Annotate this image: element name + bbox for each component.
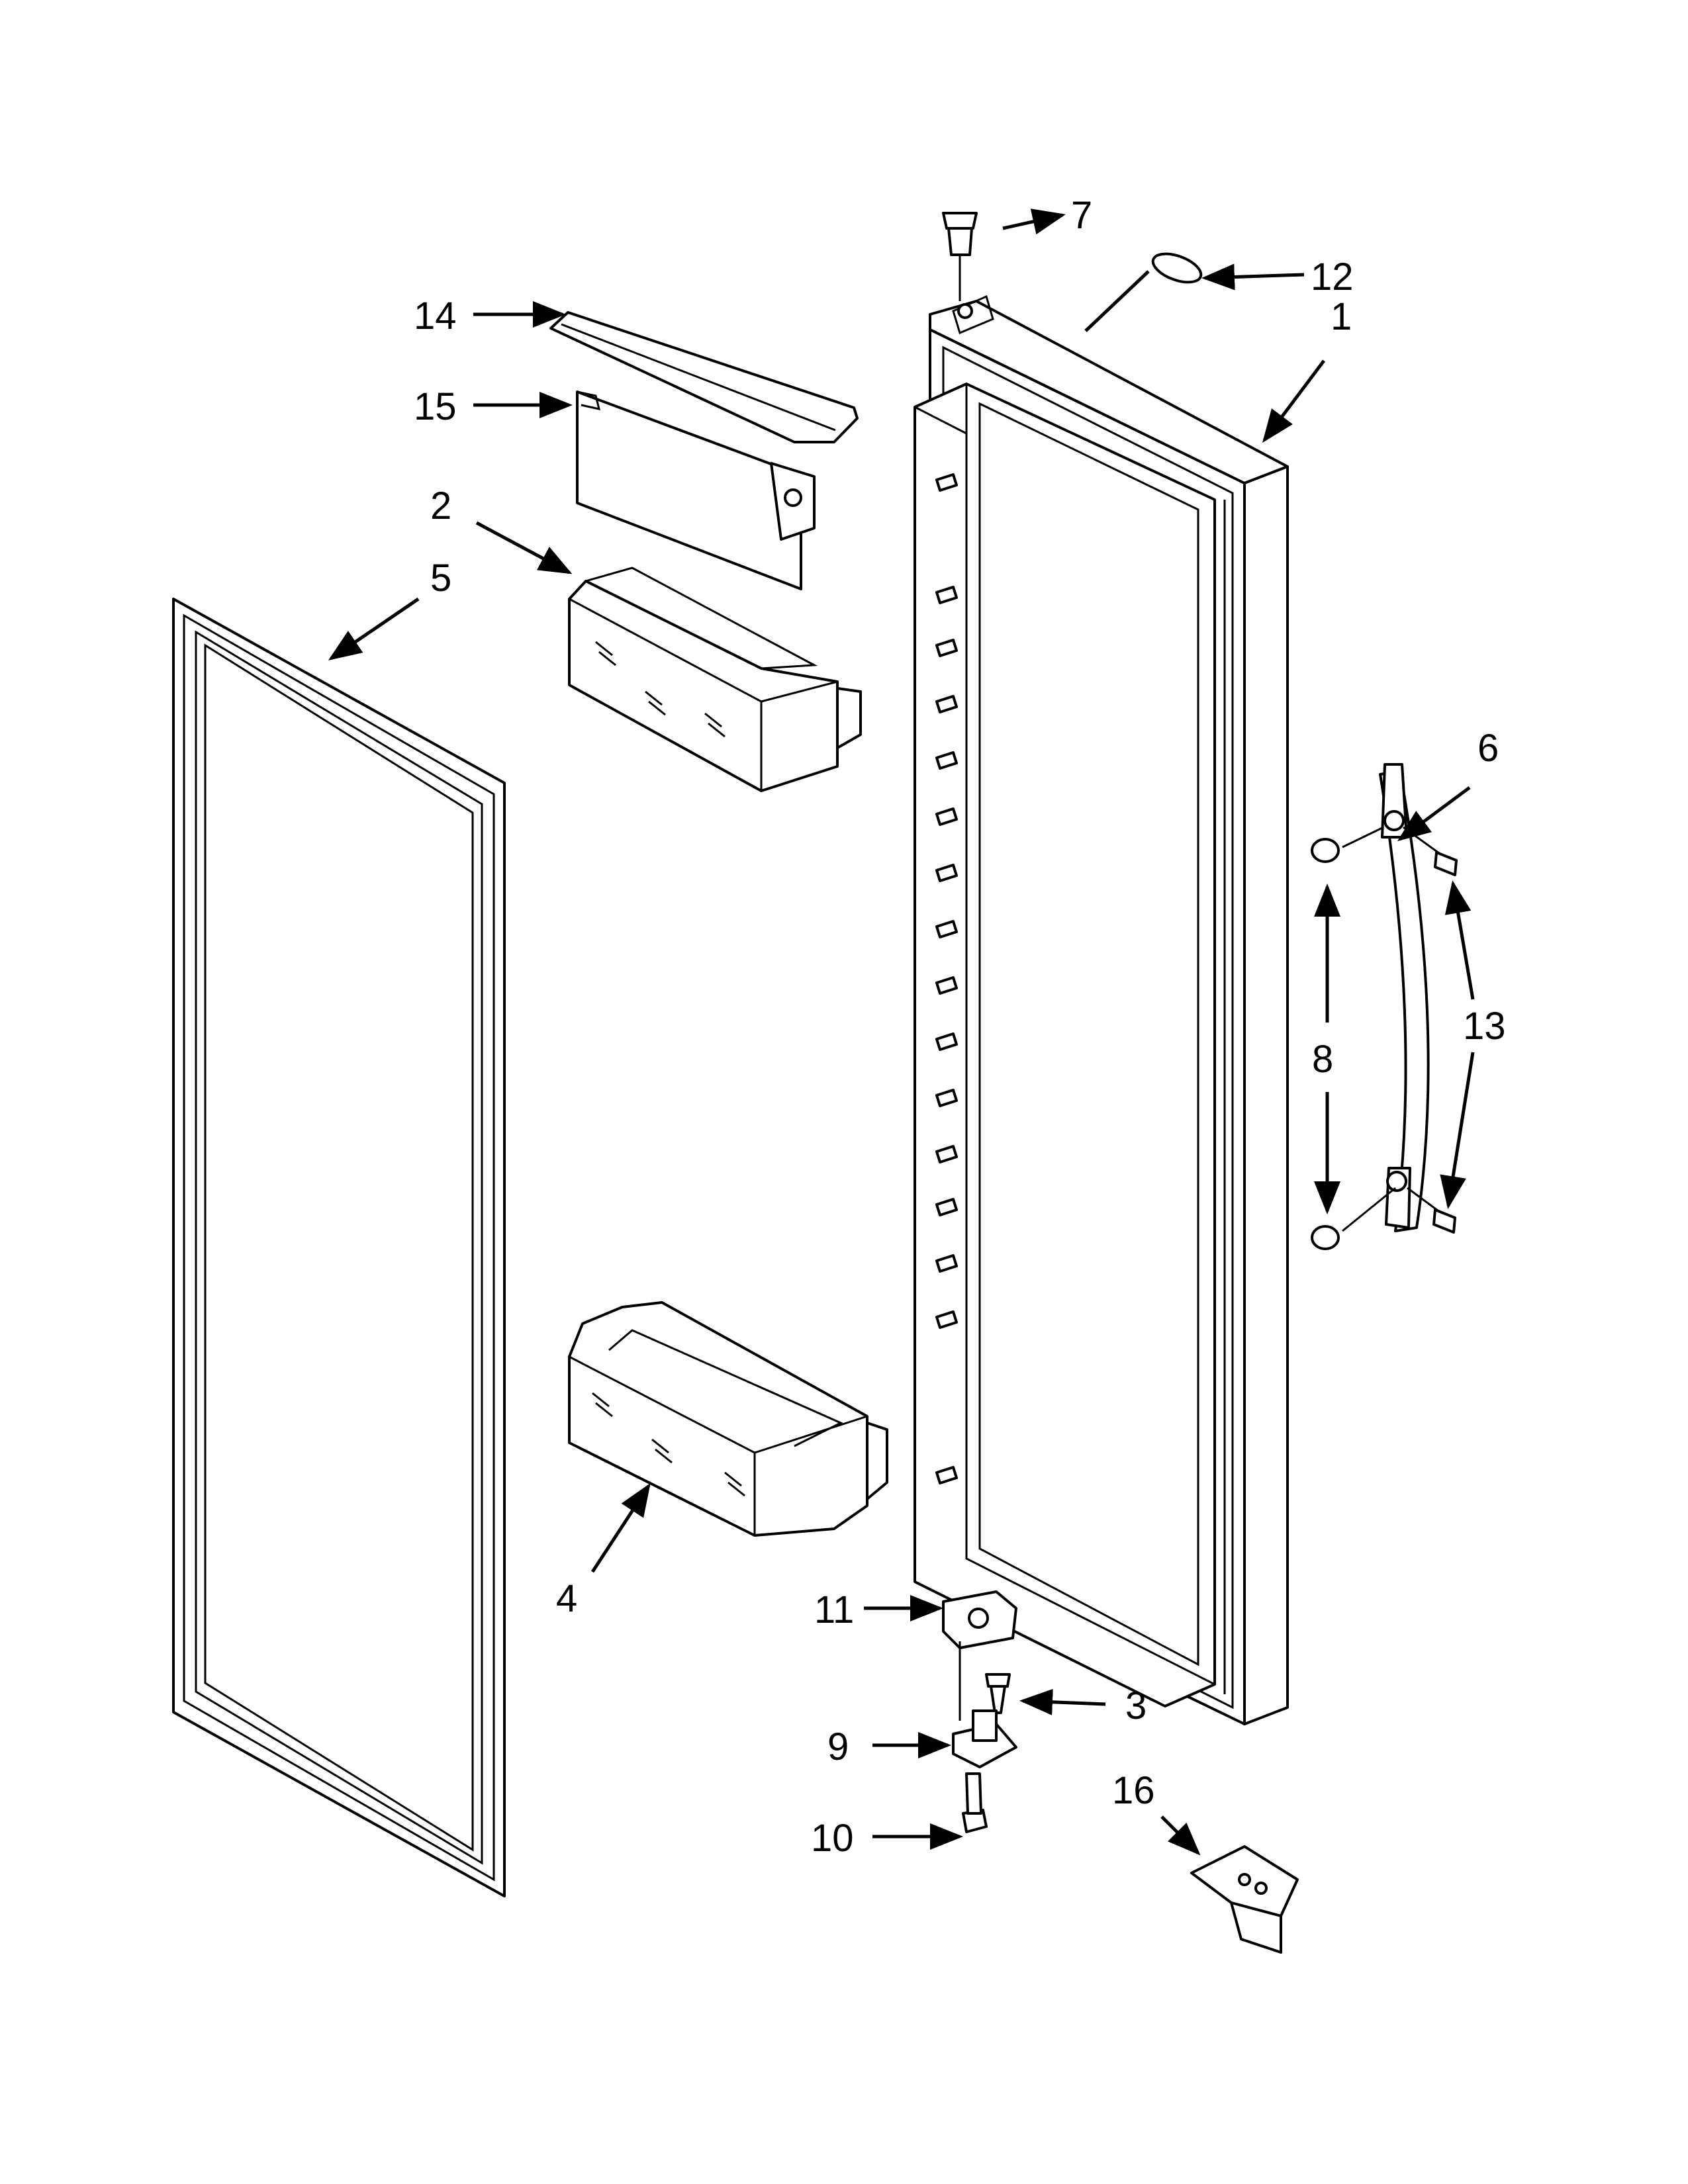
screw-icon [962, 1772, 988, 1833]
door-assembly-icon [914, 295, 1289, 1725]
callout-14: 14 [414, 295, 457, 338]
shelf-front-icon [576, 390, 816, 590]
callout-10: 10 [811, 1817, 854, 1860]
plug-icon [942, 212, 978, 301]
door-gasket-icon [172, 598, 506, 1897]
callout-8: 8 [1312, 1038, 1333, 1081]
callout-1: 1 [1331, 295, 1352, 338]
door-bin-icon [568, 567, 862, 792]
bracket-icon [1190, 1845, 1299, 1954]
callout-15: 15 [414, 385, 457, 428]
callout-7: 7 [1071, 194, 1092, 237]
callout-16: 16 [1112, 1769, 1155, 1812]
callout-12: 12 [1311, 255, 1354, 298]
callout-4: 4 [556, 1577, 577, 1620]
callout-11: 11 [814, 1588, 854, 1631]
door-handle-icon [1342, 763, 1442, 1232]
shelf-trim-icon [549, 311, 859, 443]
ring-icon [1151, 252, 1203, 284]
callout-2: 2 [430, 484, 451, 527]
spacer-icon [1311, 838, 1340, 1250]
hinge-icon [952, 1641, 1017, 1768]
callout-5: 5 [430, 557, 451, 600]
callout-6: 6 [1477, 727, 1499, 770]
callout-9: 9 [827, 1725, 849, 1768]
hinge-bracket-icon [942, 1590, 1017, 1649]
callout-13: 13 [1463, 1005, 1506, 1048]
door-bin-icon [568, 1301, 888, 1537]
screw-icon [985, 1673, 1011, 1714]
screw-icon [1432, 851, 1458, 1234]
callout-3: 3 [1125, 1684, 1147, 1727]
